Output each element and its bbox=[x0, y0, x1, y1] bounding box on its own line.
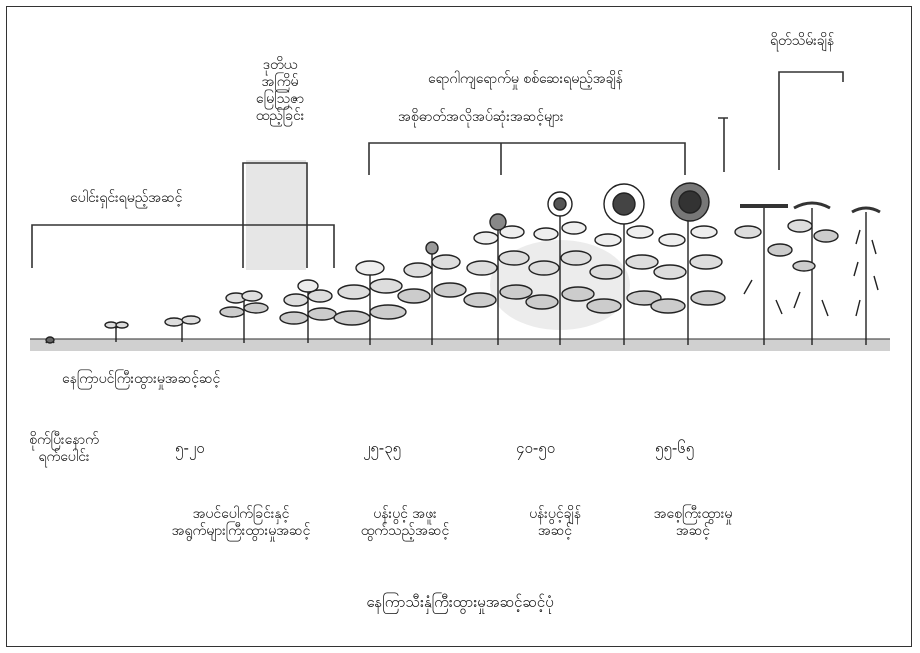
weed-bracket bbox=[31, 224, 335, 268]
critical-water-label: အစိုဓာတ်အလိုအပ်ဆုံးအဆင့်များ bbox=[398, 109, 564, 125]
pest-check-label: ရောဂါကျရောက်မှု စစ်ဆေးရမည့်အချိန် bbox=[428, 71, 623, 87]
growth-stages-label: နေကြာပင်ကြီးထွားမှုအဆင့်ဆင့် bbox=[62, 371, 221, 387]
plants bbox=[45, 182, 881, 345]
plant-young-2 bbox=[279, 279, 337, 343]
fertilizer-shade bbox=[246, 160, 306, 270]
plant-mature-2 bbox=[787, 201, 839, 345]
days-value-3: ၄၀-၅၀ bbox=[516, 439, 556, 457]
harvest-bracket bbox=[778, 71, 844, 170]
plant-seedhead bbox=[650, 182, 726, 345]
plant-sprout-1 bbox=[104, 321, 129, 342]
harvest-label: ရိတ်သိမ်းချိန် bbox=[770, 33, 835, 49]
plant-young-1 bbox=[219, 290, 269, 343]
figure-caption: နေကြာသီးနှံကြီးထွားမှုအဆင့်ဆင့်ပုံ bbox=[366, 593, 554, 611]
plant-sprout-2 bbox=[164, 315, 201, 342]
water-bracket bbox=[368, 142, 686, 175]
plant-flowering-2 bbox=[586, 183, 662, 345]
days-value-4: ၅၅-၆၅ bbox=[655, 439, 695, 457]
phase-seed-filling: အစေ့ကြီးထွားမှု အဆင့် bbox=[653, 506, 733, 539]
weed-control-label: ပေါင်းရှင်းရမည့်အဆင့် bbox=[70, 190, 183, 206]
phase-flowering: ပန်းပွင့်ချိန် အဆင့် bbox=[529, 506, 581, 539]
pest-bracket bbox=[718, 117, 728, 172]
days-value-2: ၂၅-၃၅ bbox=[363, 439, 402, 457]
days-after-planting-label: စိုက်ပြီးနောက် ရက်ပေါင်း bbox=[29, 432, 99, 465]
plant-seed bbox=[45, 336, 55, 344]
plant-vegetative bbox=[333, 260, 407, 345]
plant-mature-3 bbox=[851, 206, 881, 345]
fertilizer-bracket bbox=[242, 162, 308, 268]
figure-frame bbox=[6, 6, 912, 647]
plant-bud-2 bbox=[463, 213, 533, 345]
phase-budding: ပန်းပွင့် အဖူး ထွက်သည့်အဆင့် bbox=[360, 506, 450, 539]
stage-brackets bbox=[31, 71, 844, 268]
days-value-1: ၅-၂၀ bbox=[175, 439, 205, 457]
second-fertilizer-label: ဒုတိယ အကြိမ် မြေဩဇာ ထည့်ခြင်း bbox=[255, 57, 305, 124]
plant-flowering-1 bbox=[525, 191, 595, 345]
plant-budding bbox=[397, 241, 467, 345]
phase-leaf-growth: အပင်ပေါက်ခြင်းနှင့် အရွက်များကြီးထွားမှု… bbox=[171, 506, 311, 539]
plant-mature-1 bbox=[734, 204, 793, 345]
ground bbox=[30, 338, 890, 351]
